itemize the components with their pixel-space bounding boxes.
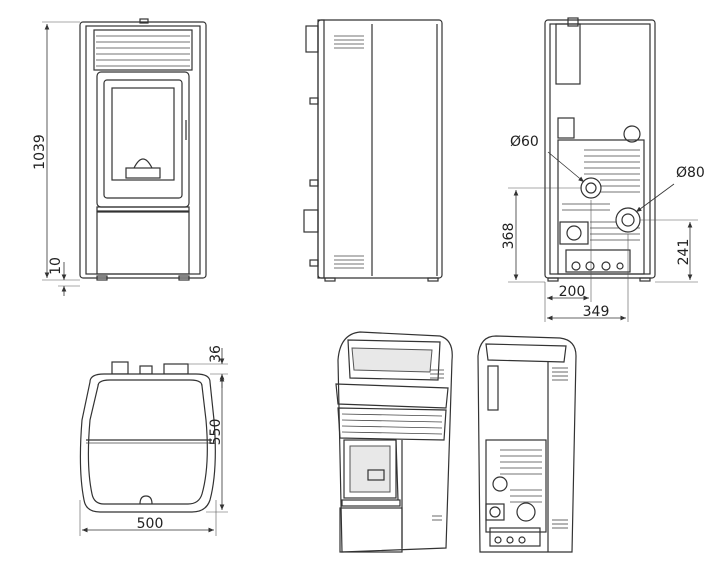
dim-air-inlet-offset: 349: [583, 304, 610, 320]
top-view: 36 550 500: [79, 345, 228, 536]
dim-depth: 550: [208, 419, 224, 446]
label-air-inlet-diameter: Ø80: [676, 165, 705, 181]
perspective-grille: [341, 413, 443, 435]
rear-perspective-view: [477, 335, 577, 553]
side-view: [303, 19, 443, 282]
side-vents-bottom: [334, 255, 364, 269]
rear-perspective-vents: [552, 367, 568, 529]
dim-flue-height: 368: [501, 223, 517, 250]
dim-foot-height: 10: [48, 257, 64, 275]
dim-flue-offset: 200: [559, 284, 586, 300]
front-grille: [96, 35, 190, 67]
dim-top-protrusion: 36: [208, 345, 224, 363]
side-vents-top: [334, 35, 364, 49]
front-perspective-view: [335, 331, 453, 553]
front-view: 1039 10: [32, 18, 207, 296]
dim-front-height: 1039: [32, 134, 48, 170]
label-flue-diameter: Ø60: [510, 134, 539, 150]
rear-vent-grid: [562, 149, 640, 241]
rear-view: Ø60 Ø80 368 241 200 349: [501, 17, 705, 322]
dim-air-inlet-height: 241: [676, 239, 692, 266]
dim-width: 500: [137, 516, 164, 532]
flue-outlet-icon: [580, 177, 602, 199]
